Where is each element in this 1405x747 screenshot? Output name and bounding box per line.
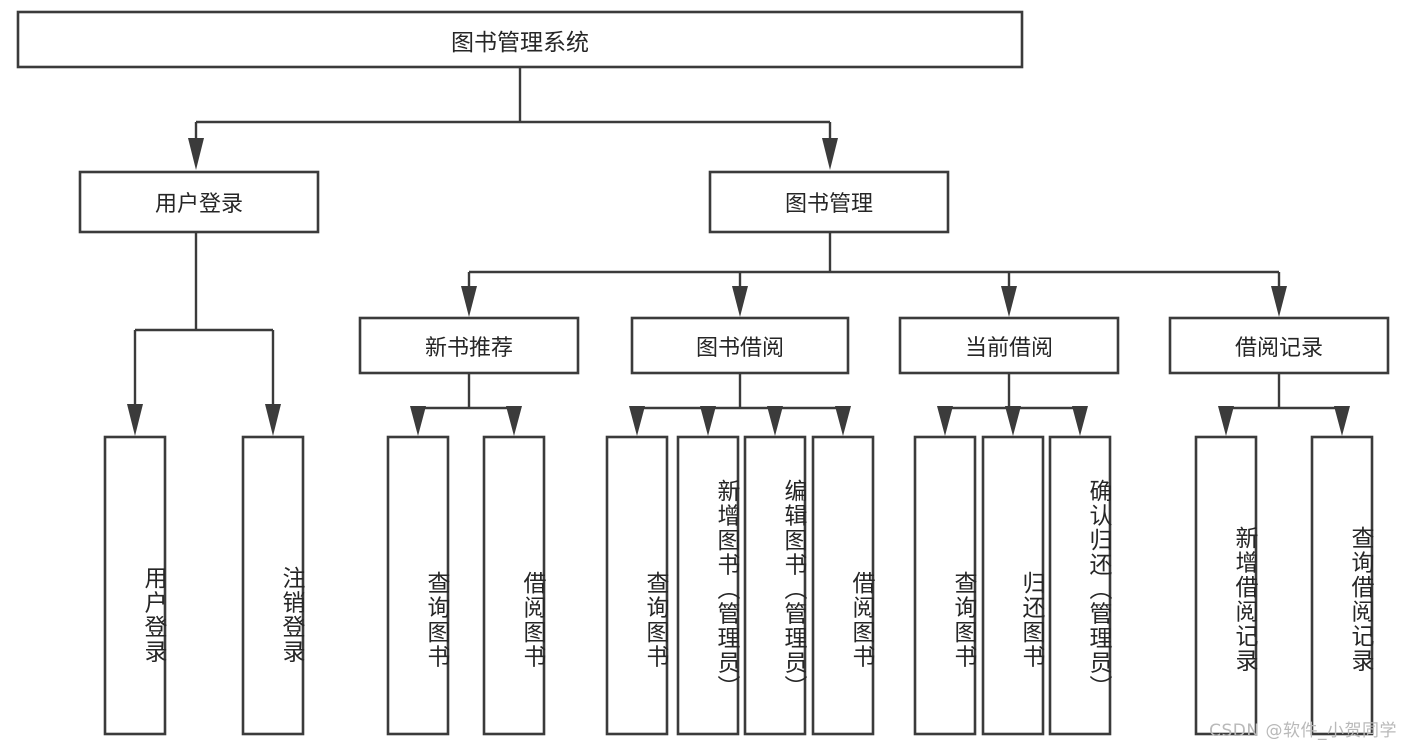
connector-group-new-book-recommend [410, 373, 522, 436]
connector-group-current-borrow [937, 373, 1088, 436]
node-box-leaf-query-book-2[interactable] [605, 435, 669, 736]
arrow-head-book-manage [822, 138, 838, 170]
arrow-head-borrow-record [1271, 286, 1287, 317]
arrow-head-leaf-query-record [1334, 406, 1350, 436]
arrow-head-leaf-edit-book [767, 406, 783, 436]
connector-group-root [188, 67, 838, 170]
node-box-leaf-query-book-1[interactable] [386, 435, 450, 736]
arrow-head-leaf-query-book-3 [937, 406, 953, 436]
node-box-leaf-query-record[interactable] [1310, 435, 1374, 736]
connector-group-user-login [127, 232, 281, 436]
connector-group-book-borrow [629, 373, 851, 436]
arrow-head-book-borrow [732, 286, 748, 317]
arrow-head-leaf-borrow-book-1 [506, 406, 522, 436]
arrow-head-current-borrow [1001, 286, 1017, 317]
node-box-leaf-query-book-3[interactable] [913, 435, 977, 736]
arrow-head-leaf-user-login [127, 404, 143, 436]
arrow-head-leaf-query-book-2 [629, 406, 645, 436]
connector-group-book-manage [461, 232, 1287, 317]
node-box-leaf-user-logout[interactable] [241, 435, 305, 736]
node-box-book-borrow[interactable] [630, 316, 850, 375]
arrow-head-leaf-add-book [700, 406, 716, 436]
arrow-head-leaf-query-book-1 [410, 406, 426, 436]
node-box-leaf-borrow-book-2[interactable] [811, 435, 875, 736]
csdn-watermark: CSDN @软件_小贺同学 [1209, 721, 1397, 741]
node-box-book-manage[interactable] [708, 170, 950, 234]
node-box-leaf-add-book[interactable] [676, 435, 740, 736]
arrow-head-leaf-confirm-return [1072, 406, 1088, 436]
node-box-new-book-recommend[interactable] [358, 316, 580, 375]
node-box-leaf-edit-book[interactable] [743, 435, 807, 736]
connector-group-borrow-record [1218, 373, 1350, 436]
arrow-head-leaf-add-record [1218, 406, 1234, 436]
node-box-current-borrow[interactable] [898, 316, 1120, 375]
node-box-leaf-return-book[interactable] [981, 435, 1045, 736]
node-box-leaf-user-login[interactable] [103, 435, 167, 736]
arrow-head-leaf-return-book [1005, 406, 1021, 436]
node-box-root[interactable] [16, 10, 1024, 69]
node-box-borrow-record[interactable] [1168, 316, 1390, 375]
node-box-leaf-add-record[interactable] [1194, 435, 1258, 736]
arrow-head-leaf-user-logout [265, 404, 281, 436]
arrow-head-new-book-recommend [461, 286, 477, 317]
node-box-leaf-borrow-book-1[interactable] [482, 435, 546, 736]
arrow-head-user-login [188, 138, 204, 170]
arrow-head-leaf-borrow-book-2 [835, 406, 851, 436]
node-box-user-login[interactable] [78, 170, 320, 234]
node-box-leaf-confirm-return[interactable] [1048, 435, 1112, 736]
